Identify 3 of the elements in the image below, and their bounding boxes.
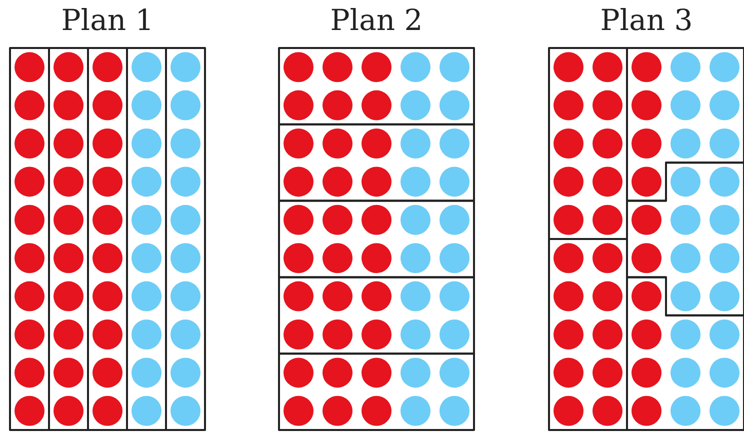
- plan-title: Plan 1: [61, 2, 154, 39]
- plan-title: Plan 2: [330, 2, 423, 39]
- plan-title: Plan 3: [600, 2, 693, 39]
